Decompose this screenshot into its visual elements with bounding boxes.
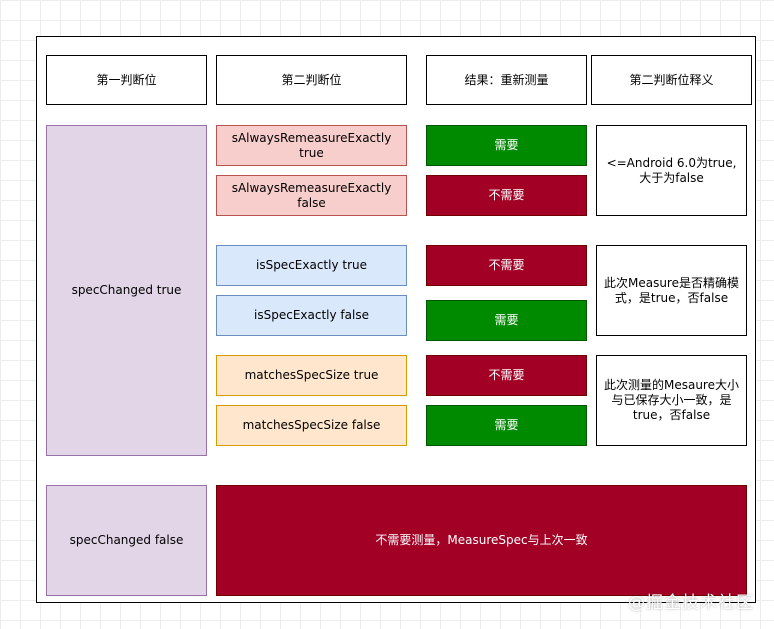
always-remeasure-true: sAlwaysRemeasureExactly true	[216, 125, 407, 166]
header-explanation: 第二判断位释义	[591, 55, 752, 105]
watermark: @掘金技术社区	[628, 593, 754, 613]
result-g2-false: 需要	[426, 300, 587, 341]
is-spec-exactly-false: isSpecExactly false	[216, 295, 407, 336]
header-second-bit: 第二判断位	[216, 55, 407, 105]
result-g1-true: 需要	[426, 125, 587, 166]
result-no-remeasure: 不需要测量，MeasureSpec与上次一致	[216, 485, 747, 596]
always-remeasure-false: sAlwaysRemeasureExactly false	[216, 175, 407, 216]
result-g3-true: 不需要	[426, 355, 587, 396]
spec-changed-true: specChanged true	[46, 125, 207, 456]
result-g1-false: 不需要	[426, 175, 587, 216]
note-matches-spec-size: 此次测量的Mesaure大小与已保存大小一致，是 true，否false	[596, 355, 747, 446]
result-g2-true: 不需要	[426, 245, 587, 286]
spec-changed-false: specChanged false	[46, 485, 207, 596]
note-always-remeasure: <=Android 6.0为true,大于为false	[596, 125, 747, 216]
matches-spec-size-true: matchesSpecSize true	[216, 355, 407, 396]
header-first-bit: 第一判断位	[46, 55, 207, 105]
result-g3-false: 需要	[426, 405, 587, 446]
note-is-spec-exactly: 此次Measure是否精确模式，是true，否false	[596, 245, 747, 336]
is-spec-exactly-true: isSpecExactly true	[216, 245, 407, 286]
header-result: 结果：重新测量	[426, 55, 587, 105]
matches-spec-size-false: matchesSpecSize false	[216, 405, 407, 446]
